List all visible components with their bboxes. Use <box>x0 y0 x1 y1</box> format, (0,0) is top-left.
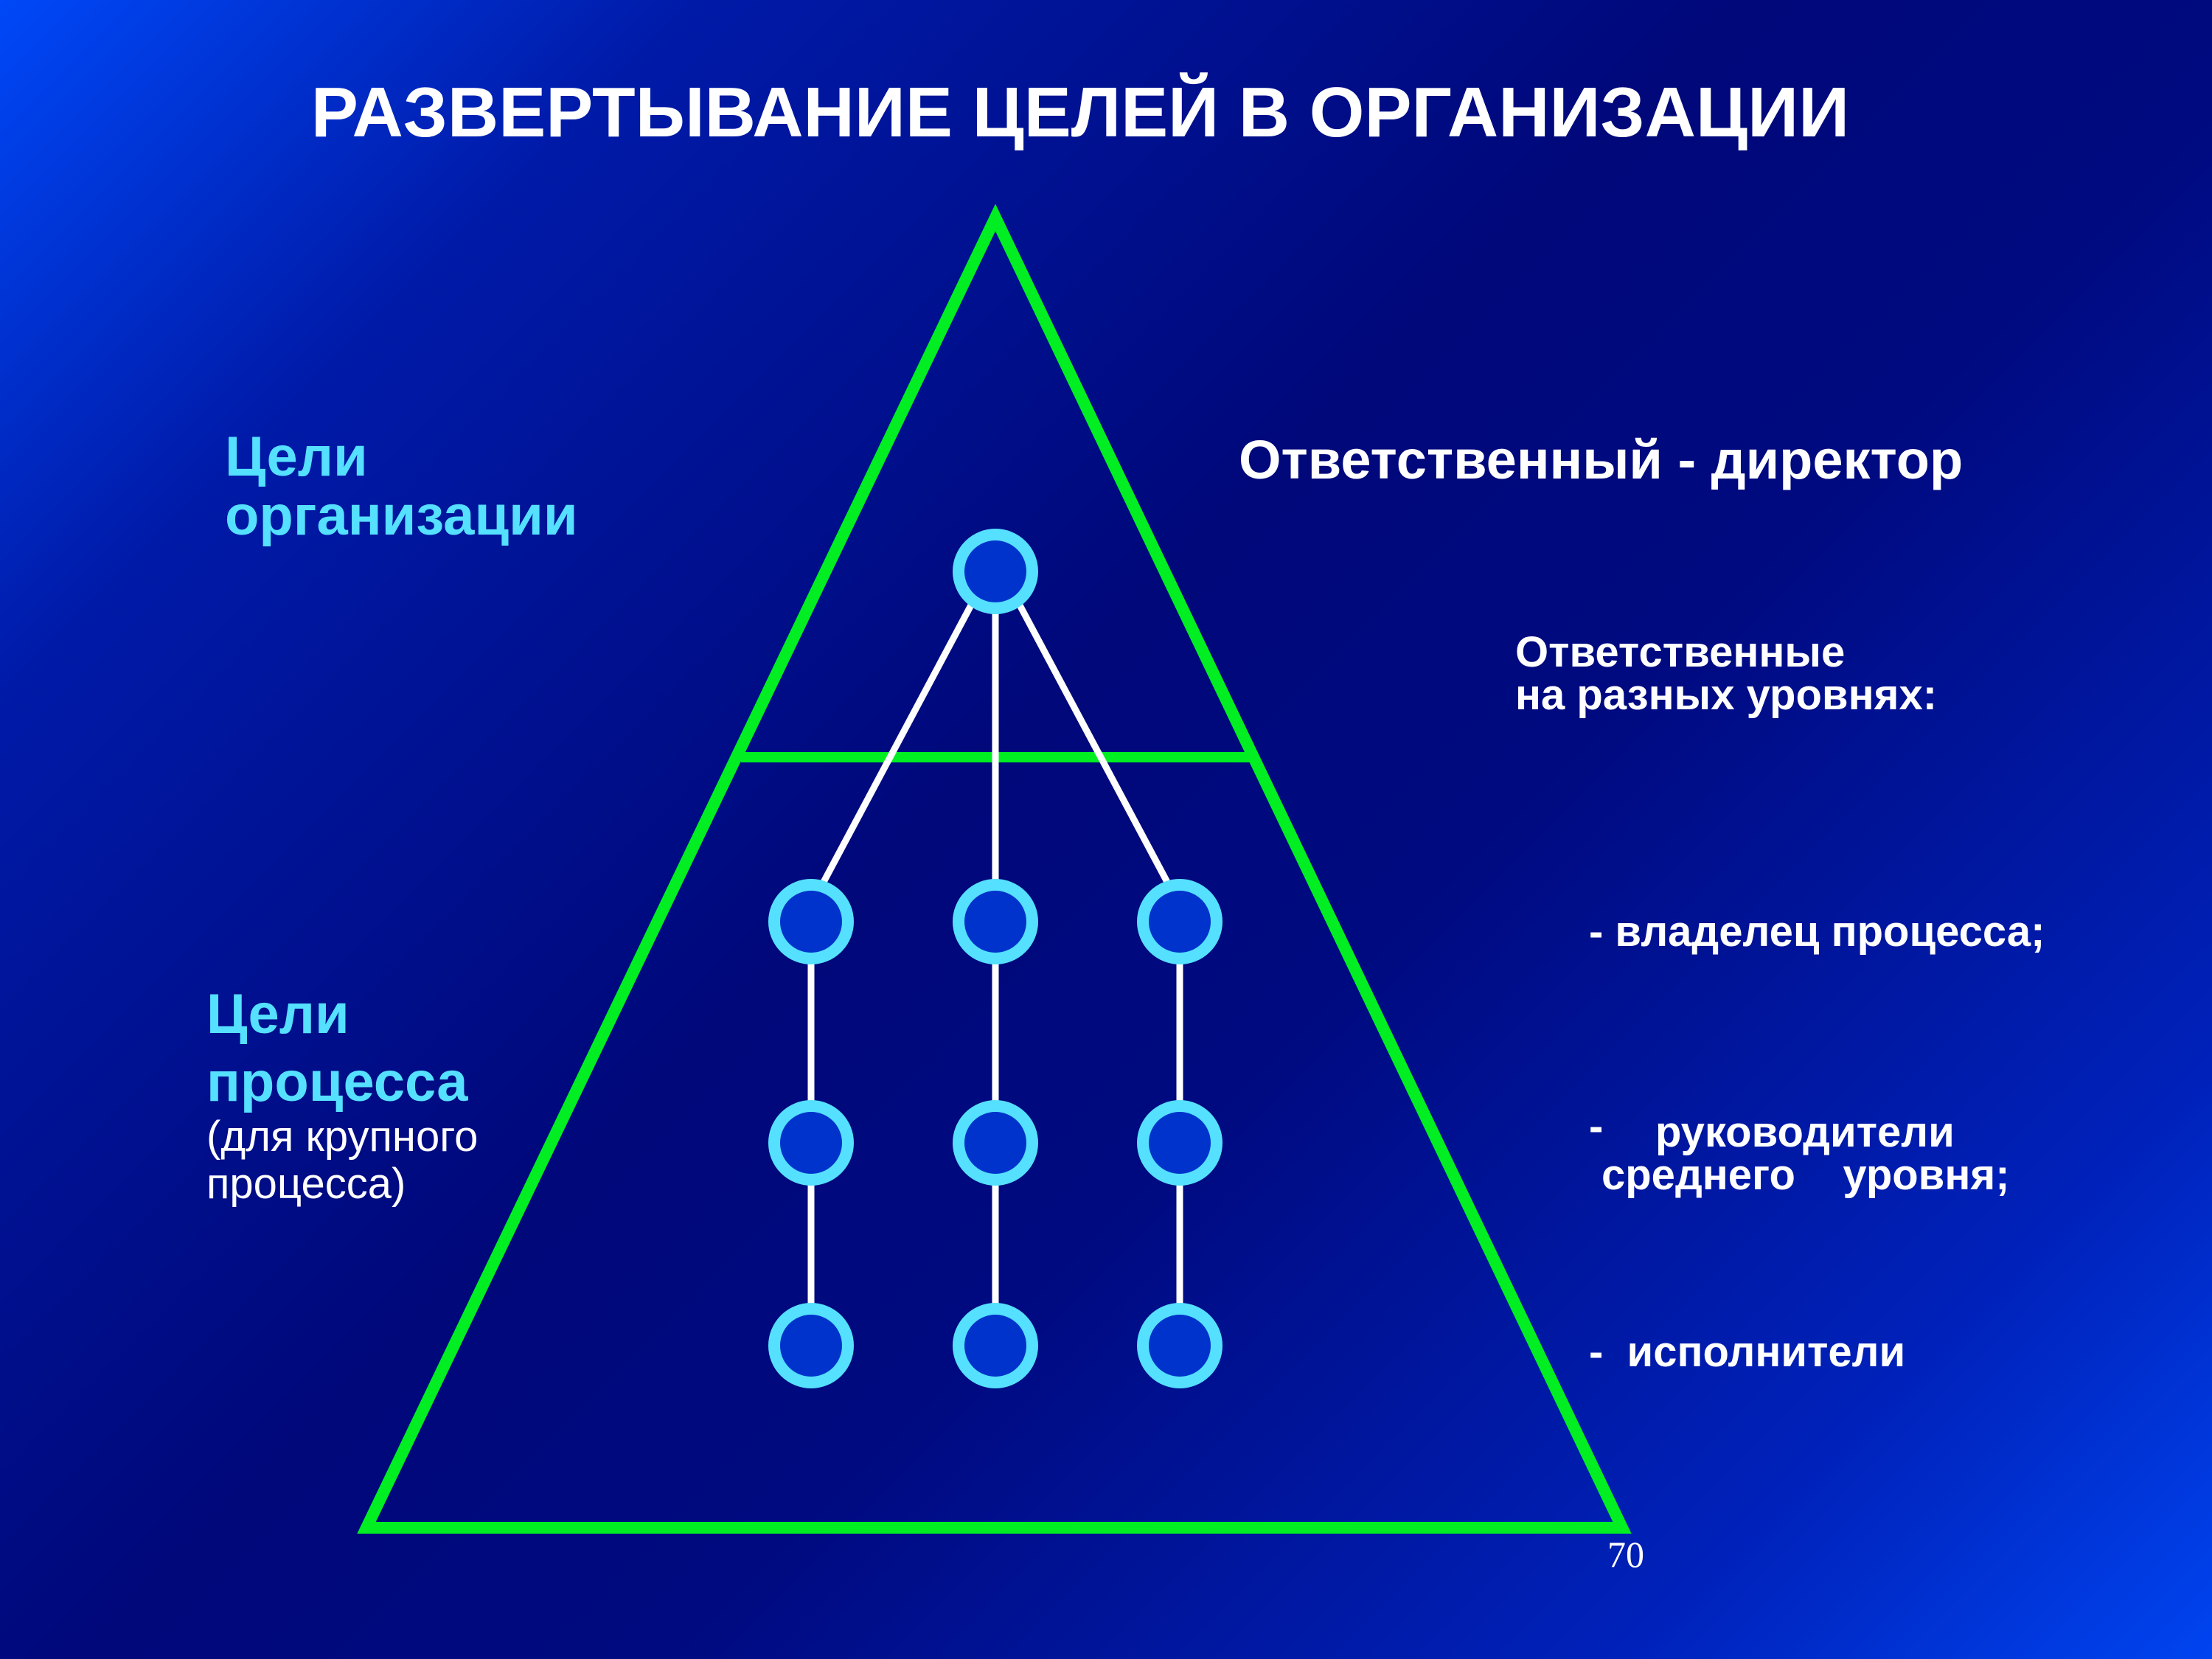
node-process-right <box>1137 879 1222 964</box>
level-middle-managers-line2: среднего уровня; <box>1601 1151 2010 1199</box>
connector-top-right <box>1015 599 1172 887</box>
level-process-owner: - владелец процесса; <box>1589 908 2045 956</box>
node-middle-left <box>768 1100 854 1186</box>
slide-title: РАЗВЕРТЫВАНИЕ ЦЕЛЕЙ В ОРГАНИЗАЦИИ <box>310 73 1850 152</box>
level-middle-dash: - <box>1589 1102 1604 1150</box>
pyramid-outline <box>357 204 1632 1534</box>
org-goals-label-line1: Цели <box>225 425 368 488</box>
responsible-levels-label-line2: на разных уровнях: <box>1515 671 1938 719</box>
process-goals-label-line1: Цели <box>206 983 349 1046</box>
connector-top-left <box>819 599 976 887</box>
responsible-director-label: Ответственный - директор <box>1239 429 1964 490</box>
node-process-left <box>768 879 854 964</box>
node-middle-center <box>953 1100 1038 1186</box>
process-goals-note-line1: (для крупного <box>206 1113 479 1161</box>
node-executor-left <box>768 1303 854 1388</box>
page-number: 70 <box>1607 1534 1644 1575</box>
responsible-levels-label-line1: Ответственные <box>1515 628 1846 676</box>
node-process-center <box>953 879 1038 964</box>
process-goals-label-line2: процесса <box>206 1051 468 1113</box>
level-middle-managers-line1: руководители <box>1655 1108 1955 1156</box>
process-goals-note-line2: процесса) <box>206 1160 406 1208</box>
org-goals-label-line2: организации <box>225 484 578 547</box>
level-executors: - исполнители <box>1589 1328 1906 1376</box>
node-middle-right <box>1137 1100 1222 1186</box>
nodes <box>768 529 1222 1388</box>
node-executor-right <box>1137 1303 1222 1388</box>
node-executor-center <box>953 1303 1038 1388</box>
node-organization <box>953 529 1038 614</box>
